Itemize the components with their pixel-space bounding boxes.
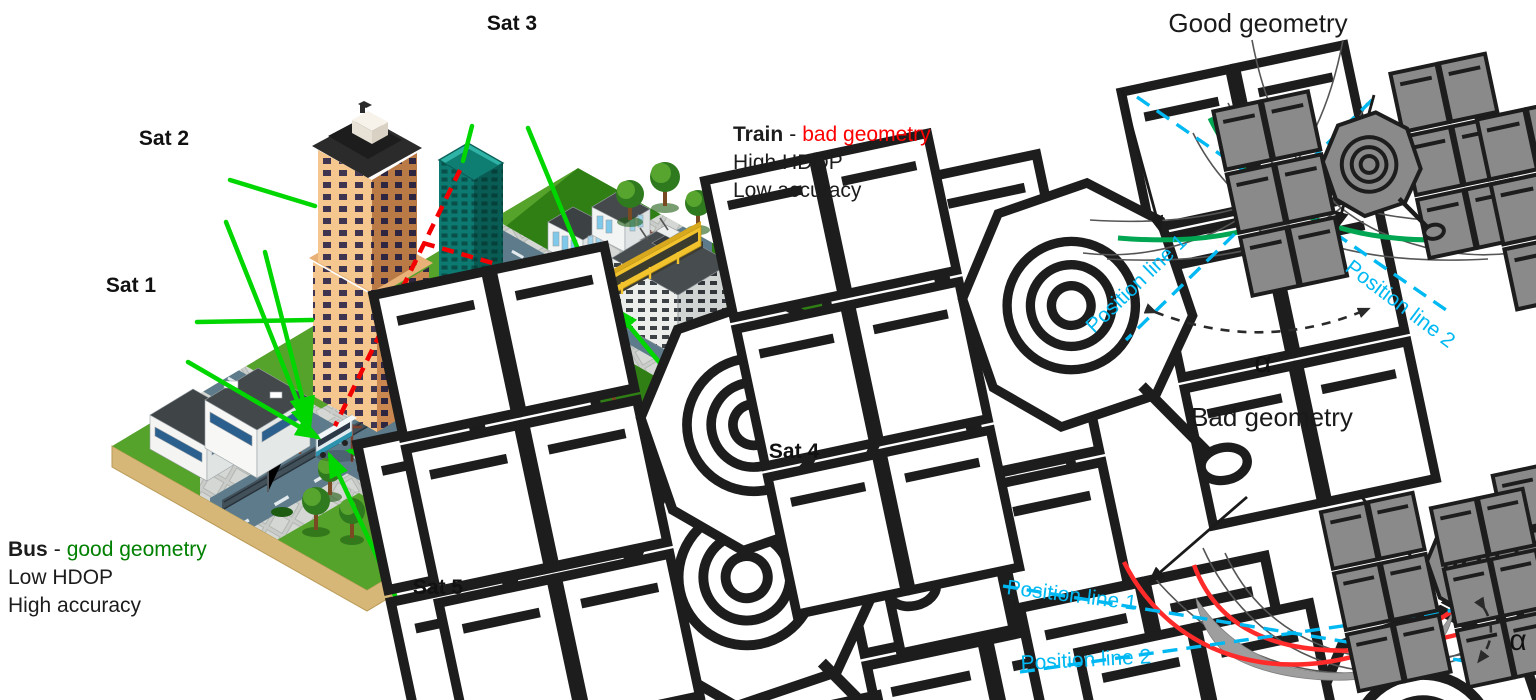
signal-sat3-blocked-stub <box>460 123 475 164</box>
bus-caption-title: Bus <box>8 538 48 561</box>
position-line-2-good <box>1136 95 1450 314</box>
train-caption: Train-bad geometry High HDOP Low accurac… <box>733 123 931 202</box>
train-caption-title: Train <box>733 123 783 146</box>
train-caption-sep: - <box>789 123 796 146</box>
bus <box>315 414 360 462</box>
alpha-good: α <box>1254 346 1271 379</box>
svg-text:Train-bad geometry: Train-bad geometry <box>733 123 931 146</box>
signal-sat3-bus <box>262 249 315 431</box>
sat1-label: Sat 1 <box>106 274 157 297</box>
tram <box>591 217 703 309</box>
angle-arc-good <box>1143 303 1371 334</box>
good-geometry-title: Good geometry <box>1168 8 1347 38</box>
sat4-label: Sat 4 <box>769 440 820 463</box>
sat5-label: Sat 5 <box>413 576 464 599</box>
trees-ne <box>616 162 711 235</box>
sat2-label: Sat 2 <box>139 127 189 150</box>
bad-geometry-diagram: Bad geometry α Position line 1 Position … <box>1002 402 1536 692</box>
bus-caption-status: good geometry <box>67 538 208 561</box>
bus-caption-line2: Low HDOP <box>8 566 113 589</box>
train-caption-line2: High HDOP <box>733 151 843 174</box>
bus-caption-sep: - <box>54 538 61 561</box>
bad-geometry-title: Bad geometry <box>1191 402 1353 432</box>
alpha-bad: α <box>1509 624 1526 657</box>
signal-sat2-bus <box>223 219 311 433</box>
satellites: Sat 1 Sat 2 Sat 3 Sat 4 Sat 5 <box>106 12 1536 700</box>
range-arrow-left-bad <box>1147 495 1248 583</box>
signal-sat1-blocked-stub <box>194 317 315 325</box>
bus-caption: Bus-good geometry Low HDOP High accuracy <box>8 538 207 617</box>
signal-sat2-blocked-stub <box>227 177 318 209</box>
angle-arc-bad <box>1474 596 1493 664</box>
range-arrow-left-good <box>1120 89 1164 233</box>
sat3-label: Sat 3 <box>487 12 537 35</box>
train-caption-status: bad geometry <box>802 123 931 146</box>
svg-text:Bus-good geometry: Bus-good geometry <box>8 538 207 561</box>
train-caption-line3: Low accuracy <box>733 179 862 202</box>
bus-caption-line3: High accuracy <box>8 594 142 617</box>
